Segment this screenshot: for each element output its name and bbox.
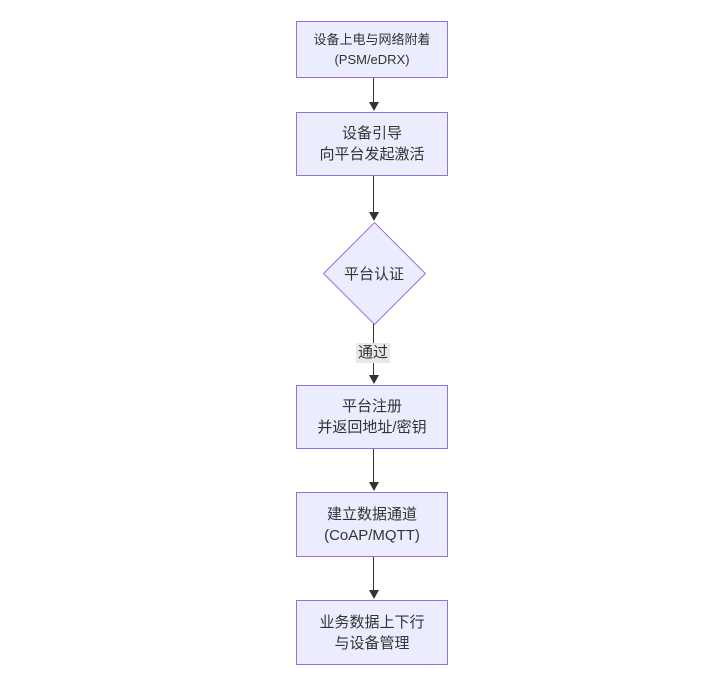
flow-arrow-1 [368, 78, 379, 111]
node-text-line: 并返回地址/密钥 [317, 419, 427, 436]
arrowhead-down-icon [368, 212, 379, 221]
node-text-line: 设备上电与网络附着 [313, 31, 431, 47]
node-text-line: 与设备管理 [334, 634, 410, 652]
arrowhead-down-icon [368, 375, 379, 384]
node-business-data: 业务数据上下行 与设备管理 [296, 600, 448, 665]
arrow-line [373, 557, 374, 592]
arrowhead-down-icon [368, 590, 379, 599]
flow-arrow-2 [368, 176, 379, 221]
node-text-line: 设备引导 [341, 125, 402, 142]
node-device-power-attach: 设备上电与网络附着 (PSM/eDRX) [296, 21, 448, 78]
node-text-line: 业务数据上下行 [319, 613, 425, 631]
arrow-line [373, 78, 374, 104]
decision-platform-auth: 平台认证 [322, 221, 426, 325]
flow-arrow-5 [368, 557, 379, 599]
node-device-bootstrap: 设备引导 向平台发起激活 [296, 112, 448, 176]
flow-arrow-4 [368, 449, 379, 491]
arrowhead-down-icon [368, 482, 379, 491]
node-text-line: 平台注册 [341, 398, 402, 415]
node-data-channel: 建立数据通道 (CoAP/MQTT) [296, 492, 448, 557]
arrow-line [373, 176, 374, 214]
node-text-line: (PSM/eDRX) [334, 51, 410, 67]
arrowhead-down-icon [368, 102, 379, 111]
node-text-line: 建立数据通道 [326, 505, 417, 523]
node-platform-register: 平台注册 并返回地址/密钥 [296, 385, 448, 449]
decision-label: 平台认证 [343, 265, 404, 283]
node-text-line: (CoAP/MQTT) [324, 526, 420, 544]
edge-label-pass: 通过 [355, 343, 391, 363]
node-text-line: 向平台发起激活 [319, 146, 425, 163]
arrow-line [373, 449, 374, 484]
